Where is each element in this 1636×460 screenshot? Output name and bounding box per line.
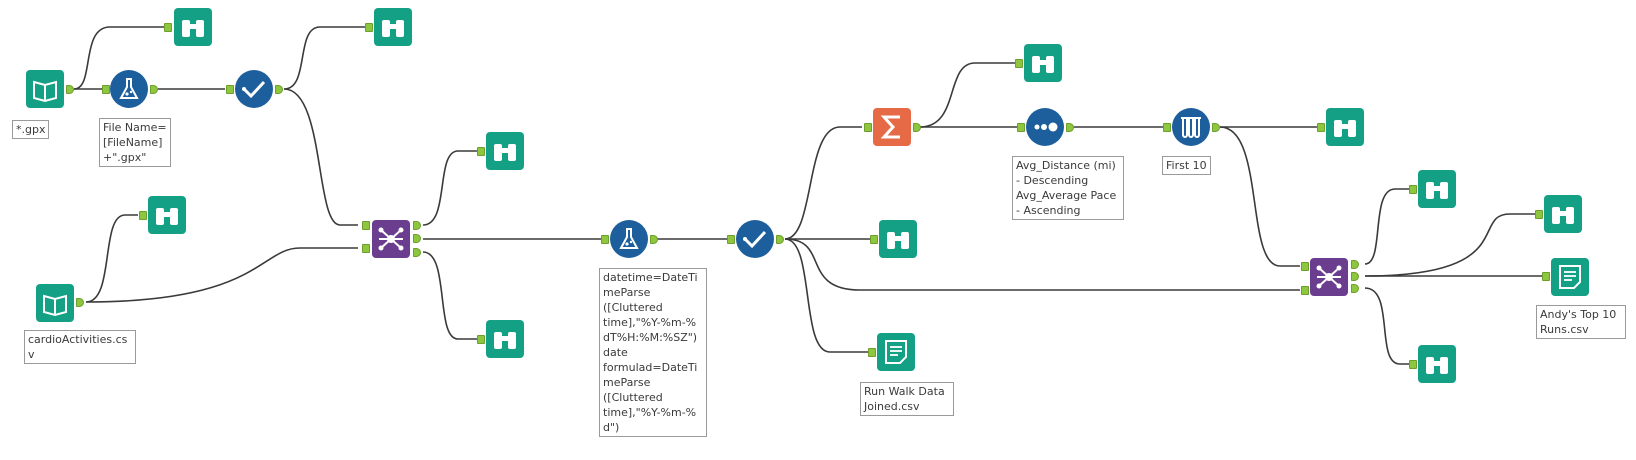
check-icon [743, 230, 767, 249]
binoculars-icon [494, 144, 516, 161]
binoculars-icon [1032, 56, 1054, 73]
output-anchor[interactable] [150, 85, 158, 94]
input-anchor[interactable] [1015, 59, 1023, 68]
join-tool-2[interactable] [1310, 258, 1348, 296]
binoculars-icon [156, 208, 178, 225]
binoculars-icon [1426, 357, 1448, 374]
flask-icon [619, 228, 639, 249]
join-input-right-anchor[interactable] [362, 244, 370, 253]
binoculars-icon [1426, 182, 1448, 199]
dots-icon [1034, 122, 1058, 132]
output-anchor[interactable] [66, 85, 74, 94]
binoculars-icon [1552, 207, 1574, 224]
annotation-formula-filename: File Name= [FileName] +".gpx" [99, 118, 171, 167]
browse-tool-select-joined[interactable] [879, 220, 917, 258]
input-anchor[interactable] [870, 235, 878, 244]
input-anchor[interactable] [477, 335, 485, 344]
sigma-icon [880, 115, 900, 139]
input-anchor[interactable] [139, 211, 147, 220]
browse-tool-join2-left[interactable] [1418, 170, 1456, 208]
summarize-tool[interactable] [873, 108, 911, 146]
join-output-right-anchor[interactable] [413, 248, 421, 257]
browse-tool-csv[interactable] [148, 196, 186, 234]
input-anchor[interactable] [1409, 360, 1417, 369]
input-anchor[interactable] [868, 348, 876, 357]
input-anchor[interactable] [864, 123, 872, 132]
annotation-sort: Avg_Distance (mi) - Descending Avg_Avera… [1012, 156, 1124, 220]
input-anchor[interactable] [1317, 123, 1325, 132]
annotation-csv-input: cardioActivities.cs v [24, 330, 136, 364]
output-anchor[interactable] [76, 298, 84, 307]
output-anchor[interactable] [1066, 123, 1074, 132]
formula-tool-datetime[interactable] [610, 220, 648, 258]
sample-tool[interactable] [1172, 108, 1210, 146]
join-input-right-anchor[interactable] [1301, 286, 1309, 295]
join-input-left-anchor[interactable] [362, 221, 370, 230]
binoculars-icon [382, 20, 404, 37]
book-icon [33, 80, 57, 103]
annotation-formula-datetime: datetime=DateTi meParse ([Cluttered time… [599, 268, 707, 437]
binoculars-icon [887, 232, 909, 249]
input-data-tool-gpx[interactable] [26, 70, 64, 108]
flask-icon [119, 78, 139, 99]
browse-tool-select[interactable] [374, 8, 412, 46]
binoculars-icon [182, 20, 204, 37]
select-tool-gpx[interactable] [235, 70, 273, 108]
input-anchor[interactable] [1409, 185, 1417, 194]
input-anchor[interactable] [1017, 123, 1025, 132]
output-anchor[interactable] [776, 235, 784, 244]
annotation-gpx-input: *.gpx [12, 120, 50, 139]
input-anchor[interactable] [164, 23, 172, 32]
join-tool-1[interactable] [372, 220, 410, 258]
browse-tool-join-left[interactable] [486, 132, 524, 170]
test-tubes-icon [1181, 117, 1201, 138]
input-anchor[interactable] [365, 23, 373, 32]
join-input-left-anchor[interactable] [1301, 262, 1309, 271]
connector-lines [73, 26, 1543, 365]
annotation-output-joined: Run Walk Data Joined.csv [860, 382, 954, 416]
document-icon [885, 340, 907, 364]
annotation-output-top10: Andy's Top 10 Runs.csv [1536, 305, 1626, 339]
check-icon [242, 80, 266, 99]
join-icon [1316, 265, 1342, 289]
browse-tool-gpx[interactable] [174, 8, 212, 46]
join-output-left-anchor[interactable] [413, 221, 421, 230]
browse-tool-sample[interactable] [1326, 108, 1364, 146]
annotation-sample: First 10 [1162, 156, 1211, 175]
binoculars-icon [494, 332, 516, 349]
input-anchor[interactable] [1535, 210, 1543, 219]
output-anchor[interactable] [275, 85, 283, 94]
output-anchor[interactable] [1212, 123, 1220, 132]
join-output-right-anchor[interactable] [1351, 284, 1359, 293]
input-anchor[interactable] [102, 85, 110, 94]
input-anchor[interactable] [1542, 272, 1550, 281]
join-output-left-anchor[interactable] [1351, 260, 1359, 269]
join-output-join-anchor[interactable] [413, 234, 421, 243]
input-anchor[interactable] [601, 235, 609, 244]
formula-tool-filename[interactable] [110, 70, 148, 108]
input-anchor[interactable] [477, 147, 485, 156]
input-anchor[interactable] [1163, 123, 1171, 132]
browse-tool-join2-join[interactable] [1544, 195, 1582, 233]
join-output-join-anchor[interactable] [1351, 272, 1359, 281]
join-icon [378, 227, 404, 251]
browse-tool-summarize[interactable] [1024, 44, 1062, 82]
input-data-tool-csv[interactable] [36, 284, 74, 322]
browse-tool-join2-right[interactable] [1418, 345, 1456, 383]
select-tool-joined[interactable] [736, 220, 774, 258]
sort-tool[interactable] [1026, 108, 1064, 146]
binoculars-icon [1334, 120, 1356, 137]
output-anchor[interactable] [650, 235, 658, 244]
output-anchor[interactable] [913, 123, 921, 132]
book-icon [43, 294, 67, 317]
document-icon [1559, 265, 1581, 289]
browse-tool-join-right[interactable] [486, 320, 524, 358]
input-anchor[interactable] [226, 85, 234, 94]
input-anchor[interactable] [727, 235, 735, 244]
output-data-tool-joined[interactable] [877, 333, 915, 371]
output-data-tool-top10[interactable] [1551, 258, 1589, 296]
